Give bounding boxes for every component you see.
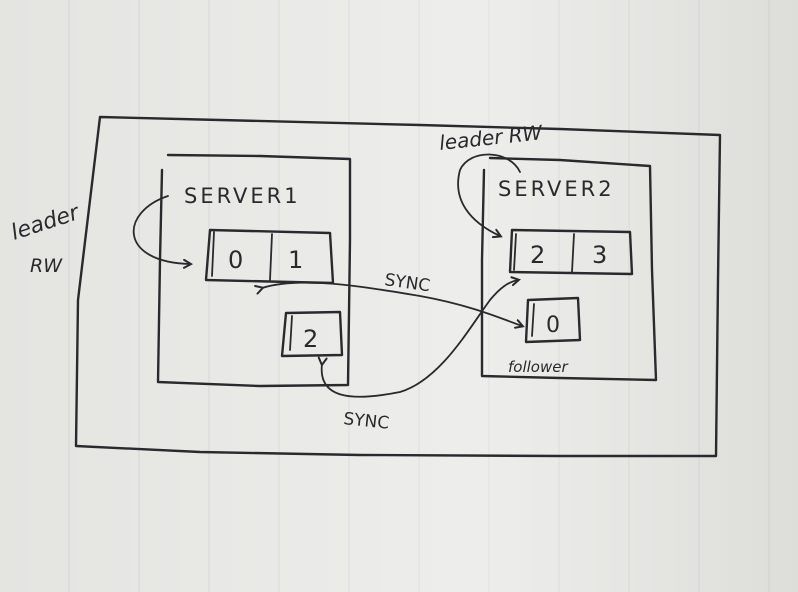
server1-title: SERVER1 xyxy=(184,184,301,208)
cluster-box xyxy=(74,115,722,458)
server2-partition-3: 3 xyxy=(592,241,607,269)
server1-partition-1: 1 xyxy=(288,246,303,274)
left-rw-note: RW xyxy=(30,255,63,277)
server2-partition-0: 0 xyxy=(546,313,560,338)
sync-label-upper: SYNC xyxy=(383,270,431,296)
server1-partition-divider xyxy=(269,233,273,281)
server2-partition-divider xyxy=(571,233,575,273)
server1-partition-0: 0 xyxy=(228,246,243,274)
server2-partition-single xyxy=(524,296,582,344)
server1-partition-2: 2 xyxy=(303,325,318,353)
left-leader-arrow xyxy=(132,195,190,264)
follower-label: follower xyxy=(508,358,568,376)
server1-box xyxy=(156,153,352,388)
top-leader-arrow xyxy=(457,153,521,236)
server2-partition-2: 2 xyxy=(530,241,545,269)
server2-partition-row xyxy=(508,228,634,276)
sync-label-lower: SYNC xyxy=(342,409,390,434)
left-leader-note: leader xyxy=(8,200,84,246)
server2-title: SERVER2 xyxy=(498,177,615,201)
sync-arrow-lower xyxy=(322,280,518,398)
